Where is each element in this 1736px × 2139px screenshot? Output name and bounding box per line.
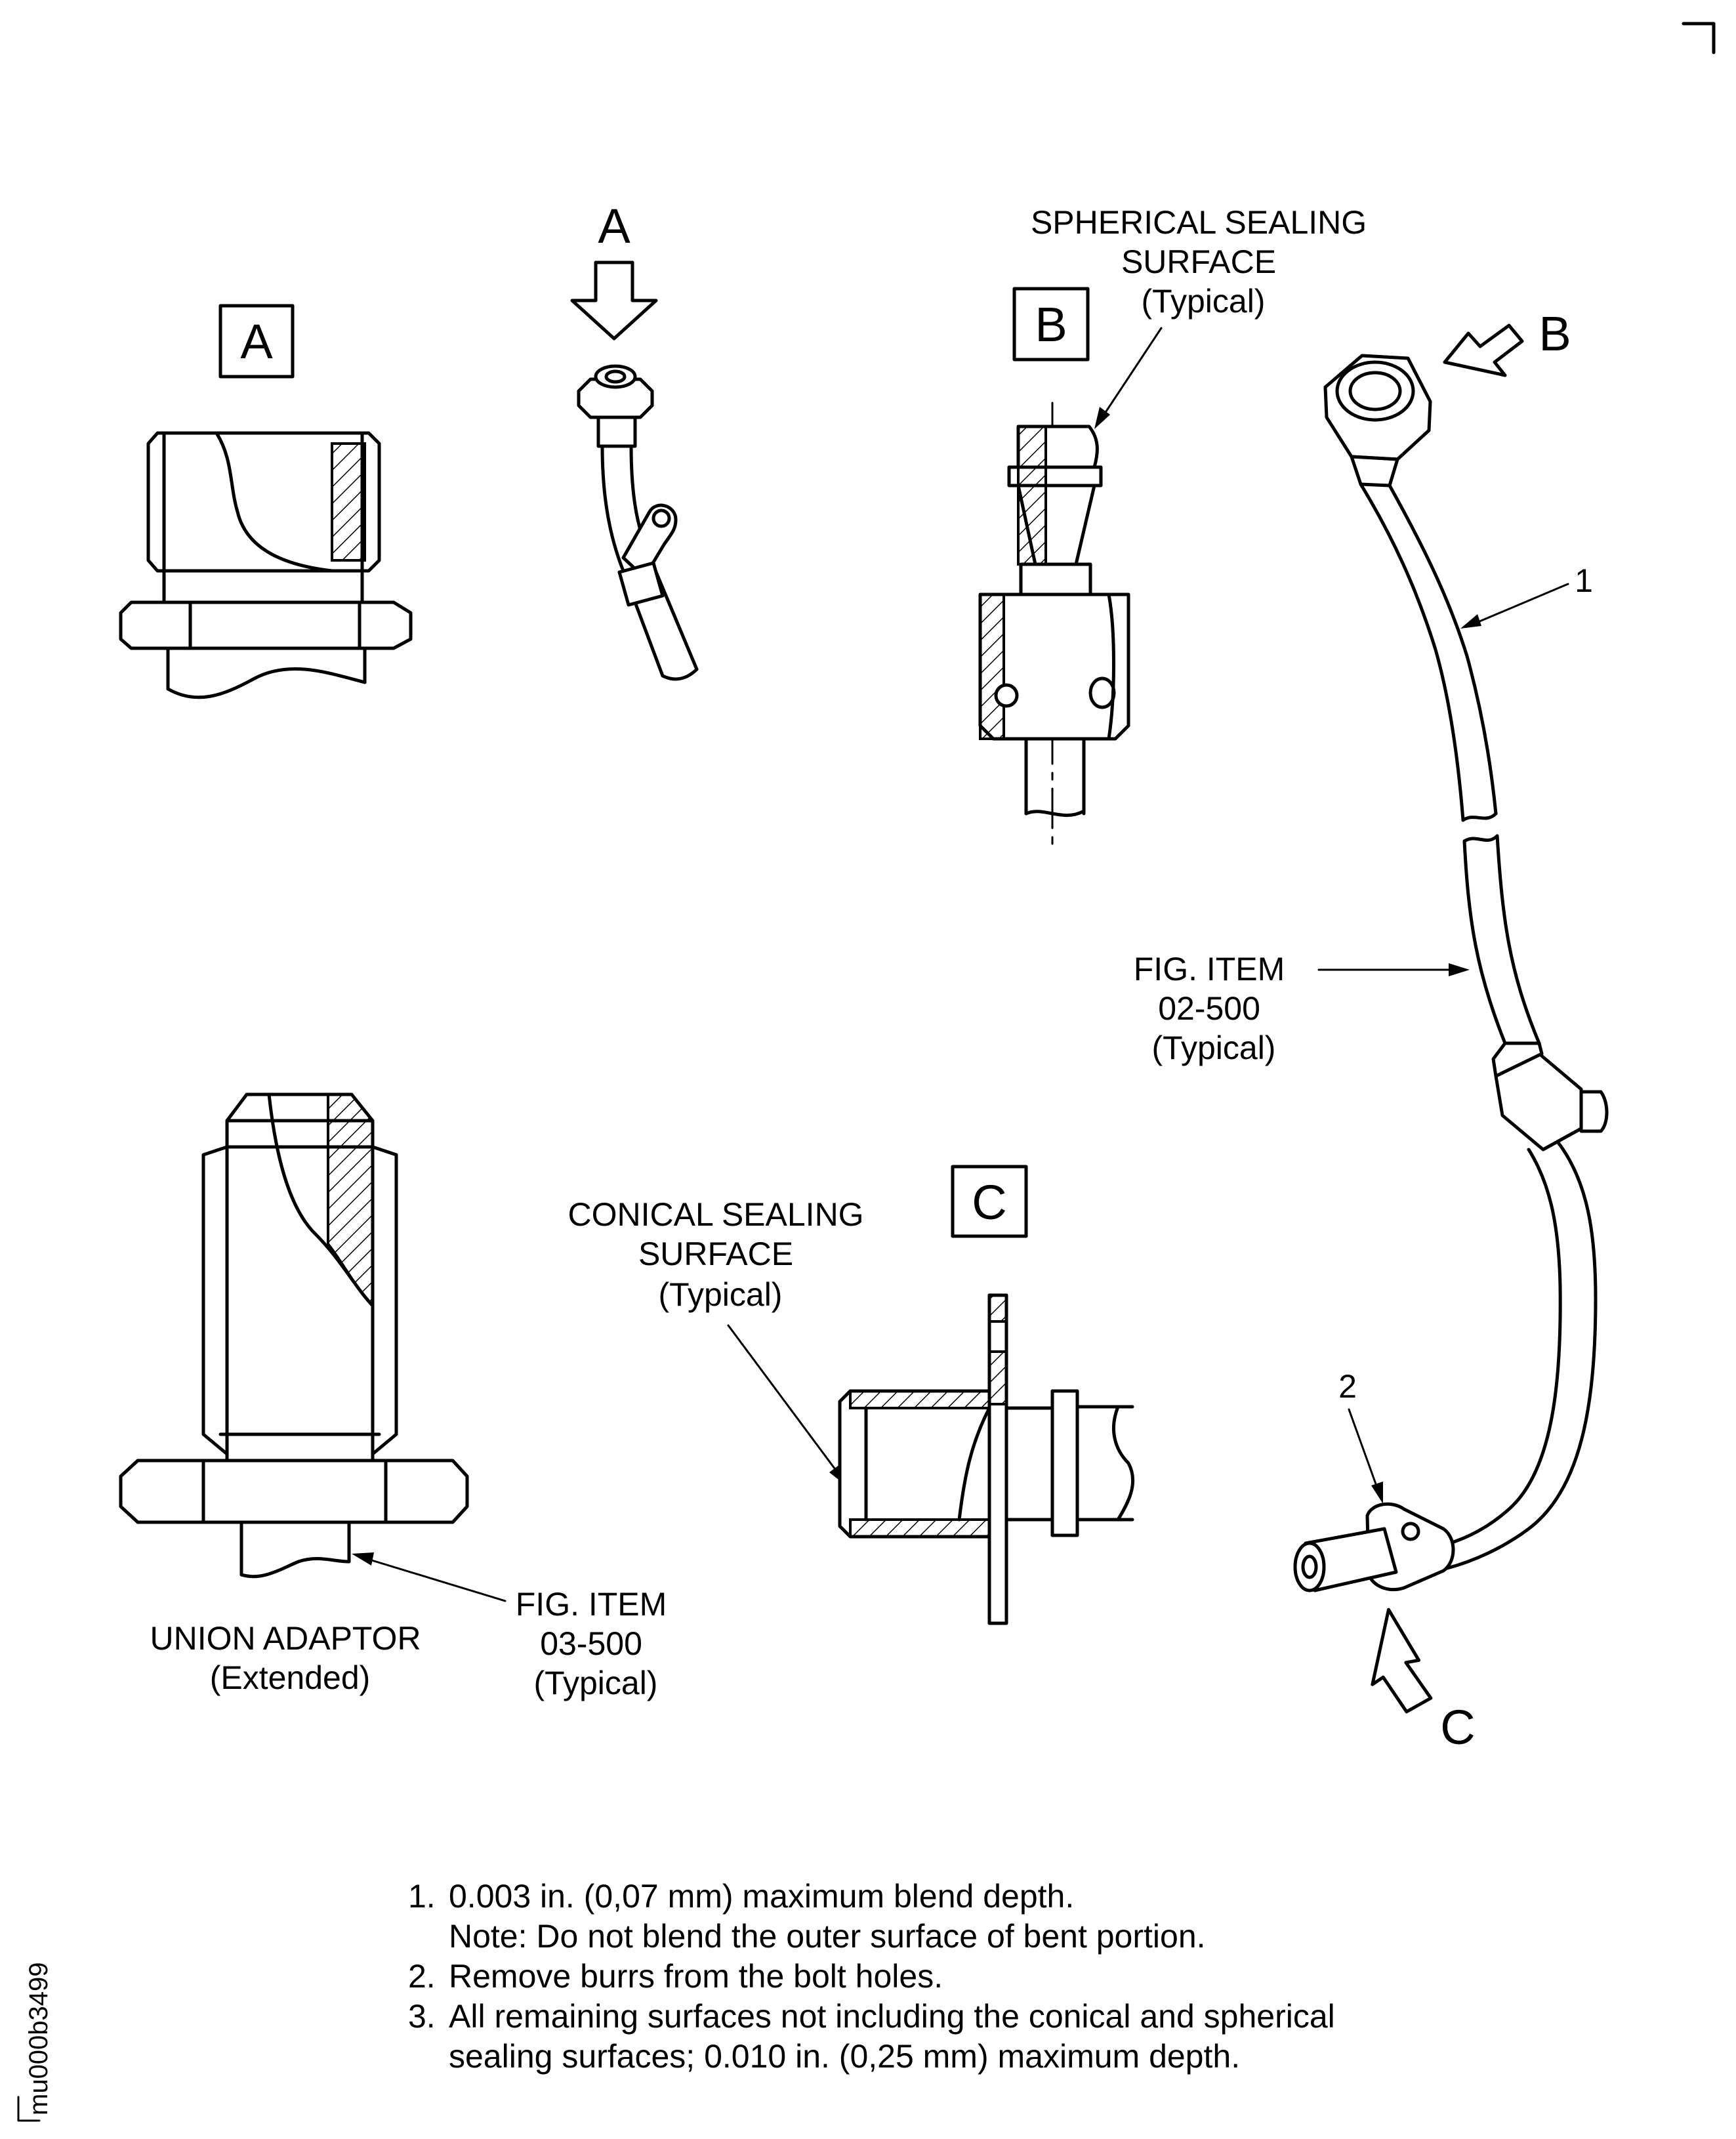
spherical-sealing-callout: SPHERICAL SEALING SURFACE (Typical) xyxy=(1031,204,1376,320)
view-b-arrow-label: B xyxy=(1539,306,1571,361)
view-c-arrow-label: C xyxy=(1440,1700,1475,1755)
note-3: 3.All remaining surfaces not including t… xyxy=(408,1998,1335,2035)
item-2-label: 2 xyxy=(1338,1368,1357,1405)
view-c-label-box xyxy=(951,1165,1028,1238)
note-1-continued: Note: Do not blend the outer surface of … xyxy=(449,1918,1206,1955)
view-a-label: A xyxy=(240,314,273,369)
view-a-detail: A xyxy=(119,304,413,699)
view-a-arrow-label: A xyxy=(598,199,630,253)
view-a-arrow-group: A xyxy=(570,199,699,681)
fig-item-03-callout: FIG. ITEM 03-500 (Typical) xyxy=(516,1586,676,1701)
view-a-arrow xyxy=(570,260,658,341)
view-b-arrow xyxy=(1443,323,1524,377)
note-2: 2.Remove burrs from the bolt holes. xyxy=(408,1958,943,1995)
view-b-label-box xyxy=(1012,287,1090,362)
fig-item-02-callout: FIG. ITEM 02-500 (Typical) xyxy=(1134,951,1294,1066)
corner-mark xyxy=(1682,22,1716,54)
view-a-label-box xyxy=(218,304,295,379)
notes-list: 1.0.003 in. (0,07 mm) maximum blend dept… xyxy=(408,1877,1458,2077)
union-adaptor-label: UNION ADAPTOR (Extended) xyxy=(150,1620,430,1696)
note-1: 1.0.003 in. (0,07 mm) maximum blend dept… xyxy=(408,1878,1075,1915)
view-c-label: C xyxy=(972,1175,1006,1230)
item-1-label: 1 xyxy=(1575,562,1593,599)
union-adaptor-detail: UNION ADAPTOR (Extended) FIG. ITEM 03-50… xyxy=(119,1092,676,1701)
view-b-detail: B SPHERICAL SEALING SURFACE (Typical) xyxy=(978,204,1376,852)
tube-assembly: B 1 FIG. ITEM 02-500 (Typical) xyxy=(1134,306,1609,1755)
view-c-detail: C CONICAL SEALING SURFACE (Typical) xyxy=(568,1165,1135,1625)
view-c-arrow xyxy=(1371,1608,1433,1714)
conical-sealing-callout: CONICAL SEALING SURFACE (Typical) xyxy=(568,1196,873,1313)
view-b-label: B xyxy=(1035,297,1067,352)
note-3-continued: sealing surfaces; 0.010 in. (0,25 mm) ma… xyxy=(449,2038,1241,2075)
drawing-code: mu000b3499 xyxy=(24,1962,53,2115)
